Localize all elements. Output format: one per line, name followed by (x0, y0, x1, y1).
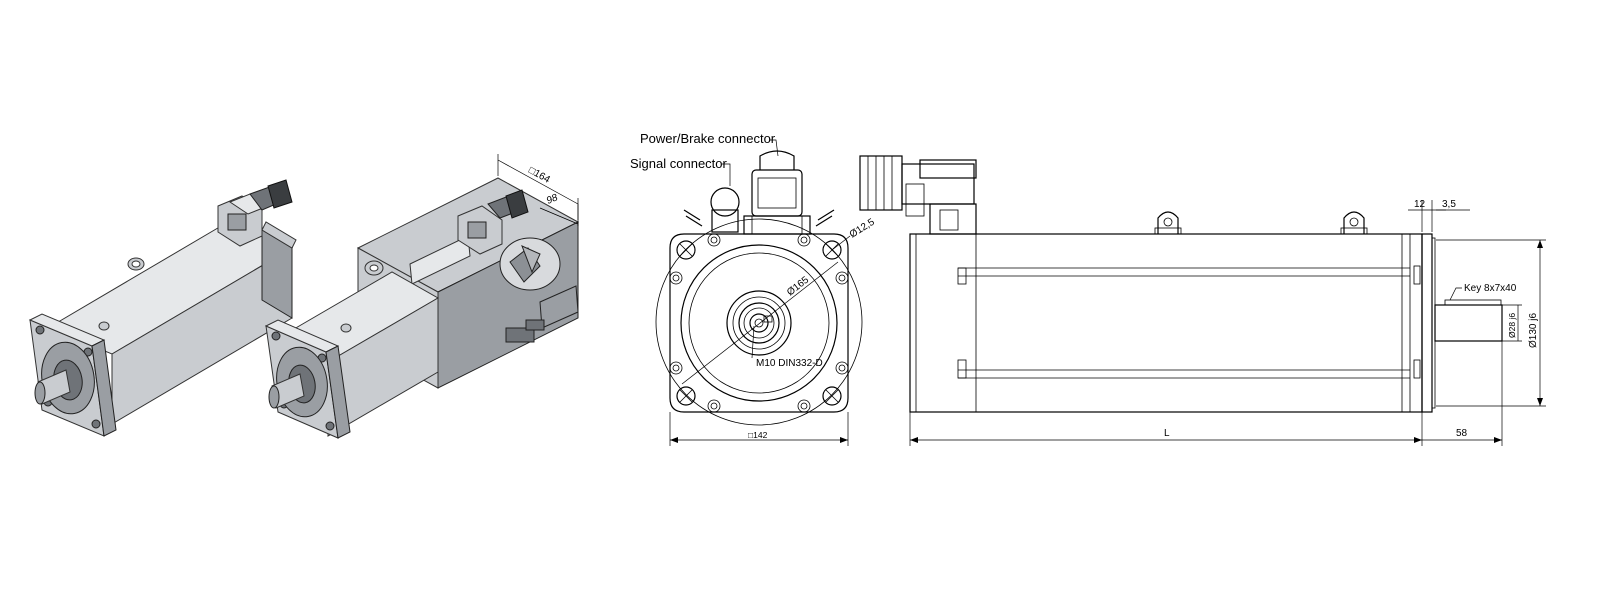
iso-motor-plain (28, 179, 297, 437)
bolt-circle-label: Ø165 (785, 274, 811, 298)
shaft-dia-label: Ø28 j6 (1507, 313, 1517, 338)
front-view (655, 139, 863, 446)
dim-12-label: 12 (1414, 199, 1426, 210)
hole-dia-label: Ø12,5 (848, 217, 877, 241)
shaft-len-label: 58 (1456, 428, 1468, 439)
side-view (859, 155, 1546, 446)
signal-connector-label: Signal connector (630, 156, 728, 171)
thread-label: M10 DIN332-D (756, 358, 823, 369)
power-brake-connector-label: Power/Brake connector (640, 131, 776, 146)
flange-square-label: □142 (748, 430, 768, 440)
pilot-dia-label: Ø130 j6 (1528, 313, 1539, 348)
fan-depth-label: 98 (545, 192, 560, 207)
dim-3-5-label: 3,5 (1442, 199, 1456, 210)
iso-motor-with-fan (264, 154, 580, 439)
key-label: Key 8x7x40 (1464, 283, 1517, 294)
length-label: L (1164, 428, 1170, 439)
